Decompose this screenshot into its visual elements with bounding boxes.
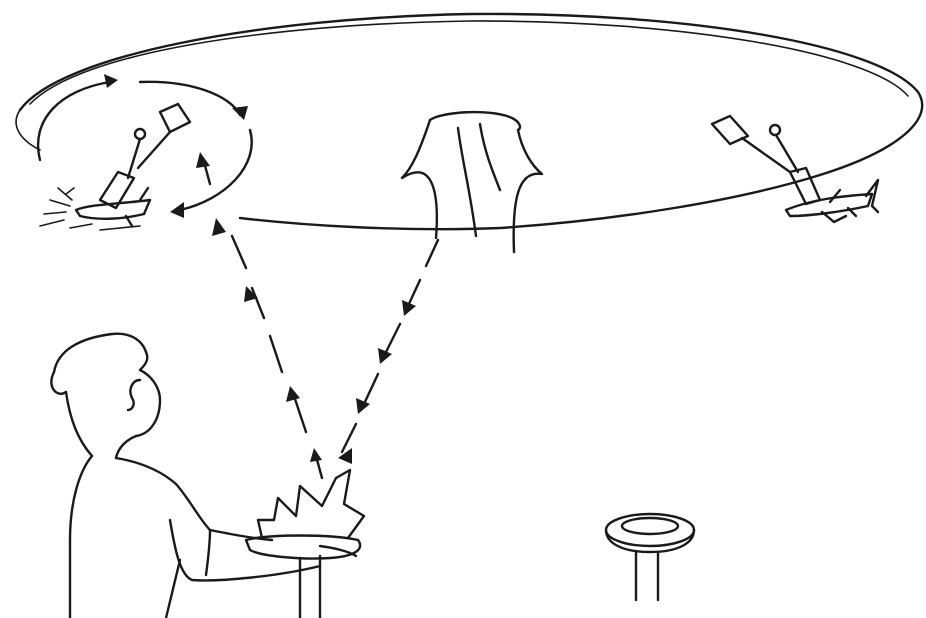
- empty-pedestal-with-ring: [604, 512, 696, 602]
- circular-track: [15, 12, 924, 231]
- person-holding-tray: [50, 332, 362, 618]
- left-flag-marker: [126, 102, 192, 180]
- launch-burst: [256, 468, 366, 540]
- circular-arrow-loop: [37, 74, 253, 218]
- dashed-arrow-path-up: [196, 152, 324, 480]
- right-airplane-on-tether: [784, 166, 880, 224]
- right-flag-marker: [710, 114, 800, 174]
- dashed-arrow-path-down: [338, 238, 440, 464]
- central-pylon: [400, 110, 544, 254]
- left-airplane-on-tether: [39, 170, 152, 231]
